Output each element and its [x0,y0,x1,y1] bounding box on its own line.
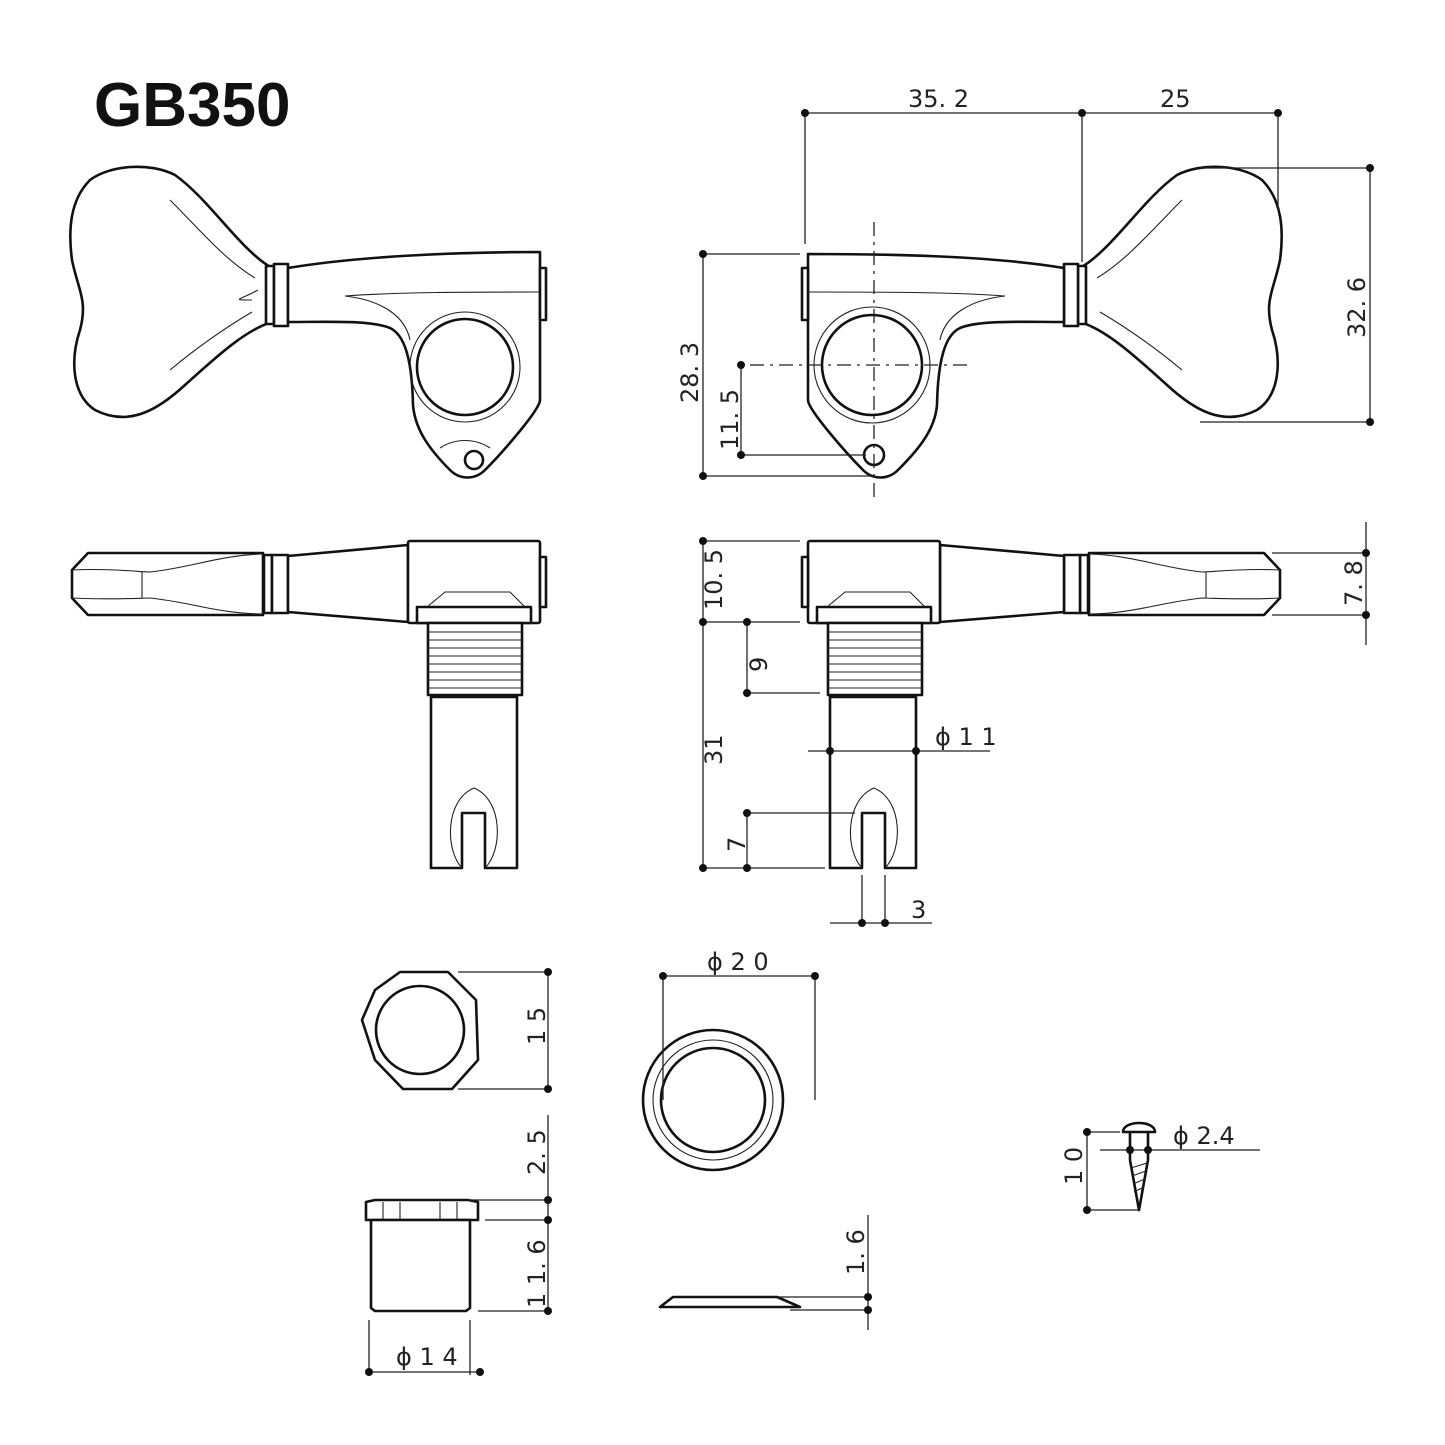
hex-bushing-top: 1 5 [360,968,552,1093]
dim-1-6: 1. 6 [842,1229,870,1275]
front-view-right [750,165,1283,500]
side-view-right [800,539,1282,870]
dim-phi-20: ϕ 2 0 [707,948,769,976]
dim-phi-14: ϕ 1 4 [396,1343,458,1371]
dim-7: 7 [723,837,751,852]
side-view-left [70,539,548,870]
dim-11-5: 11. 5 [716,389,744,450]
mounting-screw: 1 0 ϕ 2.4 [1060,1121,1260,1214]
bushing-side: 2. 5 1 1. 6 ϕ 1 4 [364,1115,552,1376]
washer-top: ϕ 2 0 [641,948,819,1172]
dim-11-6: 1 1. 6 [523,1239,551,1308]
dim-10-5: 10. 5 [700,549,728,610]
dim-15: 1 5 [523,1007,551,1045]
dim-3: 3 [911,896,926,924]
front-view-left [69,165,548,479]
model-title: GB350 [94,71,291,140]
dim-9: 9 [745,657,773,672]
dim-phi-2-4: ϕ 2.4 [1173,1122,1235,1150]
washer-side: 1. 6 [658,1215,872,1330]
dim-phi-11: ϕ 1 1 [935,723,997,751]
dim-10: 1 0 [1060,1147,1088,1185]
dim-31: 31 [700,734,728,765]
dim-28-3: 28. 3 [676,342,704,403]
dim-25: 25 [1160,85,1191,113]
dim-7-8: 7. 8 [1340,560,1368,606]
dim-2-5: 2. 5 [523,1129,551,1175]
dim-32-6: 32. 6 [1343,277,1371,338]
dim-35-2: 35. 2 [908,85,969,113]
front-dimensions: 35. 2 25 32. 6 28. 3 11. 5 [676,85,1374,480]
side-dimensions: 10. 5 9 31 ϕ 1 1 7 3 7. 8 [699,522,1370,927]
